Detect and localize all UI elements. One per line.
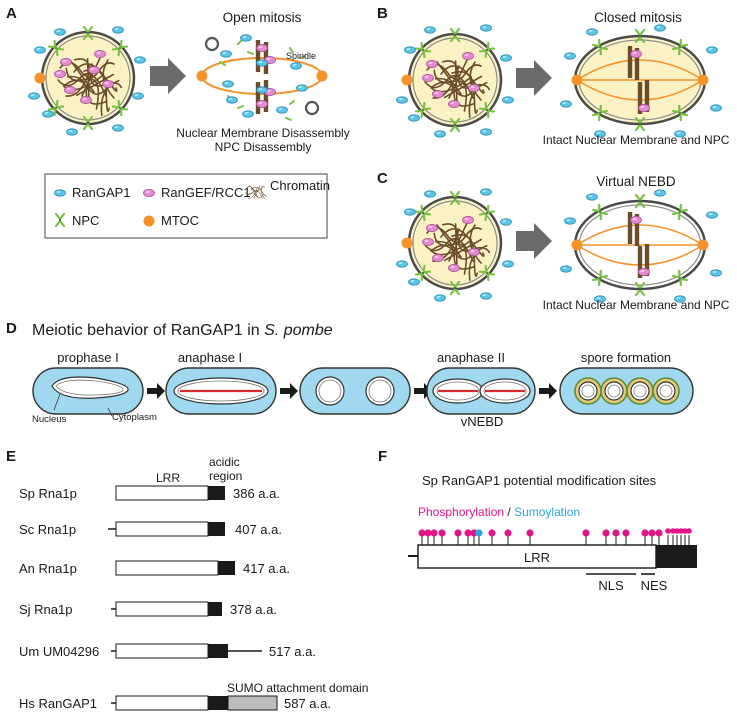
meiosis-cell-spore-formation	[559, 367, 694, 415]
panel-b-title: Closed mitosis	[594, 10, 682, 25]
modification-sites	[418, 528, 692, 545]
meiosis-cell-telophase-1	[299, 367, 411, 415]
panel-e: E LRR acidic region Sp Rna1p 386 a.a. Sc…	[6, 448, 368, 711]
acidic-label-2: region	[209, 469, 242, 483]
panel-f-title: Sp RanGAP1 potential modification sites	[422, 473, 657, 488]
meiosis-cell-prophase	[32, 367, 144, 417]
protein-name: Sj Rna1p	[19, 602, 72, 617]
mtoc-icon	[34, 72, 46, 84]
arrow-icon	[539, 383, 557, 399]
vnebd-label: vNEBD	[461, 414, 504, 429]
virtual-nebd-nucleus	[560, 189, 722, 303]
panel-e-letter: E	[6, 448, 16, 465]
panel-a-letter: A	[6, 5, 17, 22]
panel-b-caption: Intact Nuclear Membrane and NPC	[543, 133, 730, 147]
panel-f: F Sp RanGAP1 potential modification site…	[378, 448, 697, 593]
protein-length: 378 a.a.	[230, 602, 277, 617]
arrow-icon	[280, 383, 298, 399]
lrr-label: LRR	[156, 471, 180, 485]
sumo-domain-label: SUMO attachment domain	[227, 681, 368, 695]
panel-a-caption-2: NPC Disassembly	[215, 140, 312, 154]
acidic-label-1: acidic	[209, 455, 240, 469]
mtoc-icon	[143, 215, 155, 227]
legend: RanGAP1 RanGEF/RCC1 Chromatin NPC MTOC	[44, 173, 330, 239]
stage-label: spore formation	[581, 350, 671, 365]
protein-name: Hs RanGAP1	[19, 696, 97, 711]
nucleus-label: Nucleus	[32, 414, 67, 425]
panel-f-letter: F	[378, 448, 387, 465]
panel-c-title: Virtual NEBD	[596, 174, 676, 189]
interphase-nucleus-b	[396, 24, 514, 138]
rangef-icon	[143, 188, 155, 198]
panel-a-caption-1: Nuclear Membrane Disassembly	[176, 126, 349, 140]
nls-label: NLS	[598, 578, 624, 593]
panel-d-title: Meiotic behavior of RanGAP1 in S. pombe	[32, 322, 333, 339]
arrow-icon	[147, 383, 165, 399]
protein-row: Um UM04296 517 a.a.	[19, 643, 316, 659]
panel-a-title: Open mitosis	[223, 10, 302, 25]
protein-row: Sc Rna1p 407 a.a.	[19, 521, 282, 537]
panel-d: D Meiotic behavior of RanGAP1 in S. pomb…	[6, 320, 694, 429]
protein-row: An Rna1p 417 a.a.	[19, 560, 290, 576]
stage-label: anaphase I	[178, 350, 242, 365]
protein-length: 386 a.a.	[233, 486, 280, 501]
protein-name: Um UM04296	[19, 644, 99, 659]
legend-label: Chromatin	[270, 178, 330, 193]
meiosis-cell-anaphase-2	[426, 367, 536, 415]
protein-row: Hs RanGAP1 587 a.a.	[19, 695, 331, 711]
legend-item-chromatin: Chromatin	[245, 178, 330, 200]
protein-length: 417 a.a.	[243, 561, 290, 576]
protein-length: 587 a.a.	[284, 696, 331, 711]
protein-row: Sj Rna1p 378 a.a.	[19, 601, 277, 617]
panel-a: A Open mitosis	[6, 5, 350, 154]
interphase-nucleus-c	[396, 188, 514, 302]
interphase-nucleus	[28, 25, 146, 136]
legend-item-rangef: RanGEF/RCC1	[143, 185, 251, 200]
panel-c-letter: C	[377, 170, 388, 187]
panel-d-letter: D	[6, 320, 17, 337]
protein-row: Sp Rna1p 386 a.a.	[19, 485, 280, 501]
panel-c-caption: Intact Nuclear Membrane and NPC	[543, 298, 730, 312]
legend-item-npc: NPC	[54, 212, 99, 228]
stage-label: anaphase II	[437, 350, 505, 365]
meiosis-cell-anaphase-1	[165, 367, 277, 415]
legend-item-ranGAP1: RanGAP1	[54, 185, 131, 200]
stage-label: prophase I	[57, 350, 118, 365]
ranGAP1-icon	[54, 189, 66, 197]
legend-label: RanGEF/RCC1	[161, 185, 251, 200]
nes-label: NES	[641, 578, 668, 593]
modification-legend: Phosphorylation / Sumoylation	[418, 505, 580, 519]
panel-c: C Virtual NEBD	[377, 170, 730, 312]
lrr-domain-label: LRR	[524, 550, 550, 565]
protein-length: 407 a.a.	[235, 522, 282, 537]
protein-name: Sc Rna1p	[19, 522, 76, 537]
legend-label: NPC	[72, 213, 99, 228]
arrow-icon	[516, 60, 552, 96]
protein-name: Sp Rna1p	[19, 486, 77, 501]
legend-label: MTOC	[161, 213, 199, 228]
arrow-icon	[516, 223, 552, 259]
protein-name: An Rna1p	[19, 561, 77, 576]
open-mitosis-cell: Spindle	[196, 34, 328, 121]
cytoplasm-label: Cytoplasm	[112, 412, 157, 423]
arrow-icon	[150, 58, 186, 94]
panel-b-letter: B	[377, 5, 388, 22]
legend-item-mtoc: MTOC	[143, 213, 199, 228]
closed-mitosis-nucleus	[560, 24, 722, 138]
spindle-label: Spindle	[286, 51, 316, 61]
sp-rangap1-bar: LRR	[408, 544, 697, 569]
legend-label: RanGAP1	[72, 185, 131, 200]
panel-b: B Closed mitosis	[377, 5, 730, 147]
protein-length: 517 a.a.	[269, 644, 316, 659]
